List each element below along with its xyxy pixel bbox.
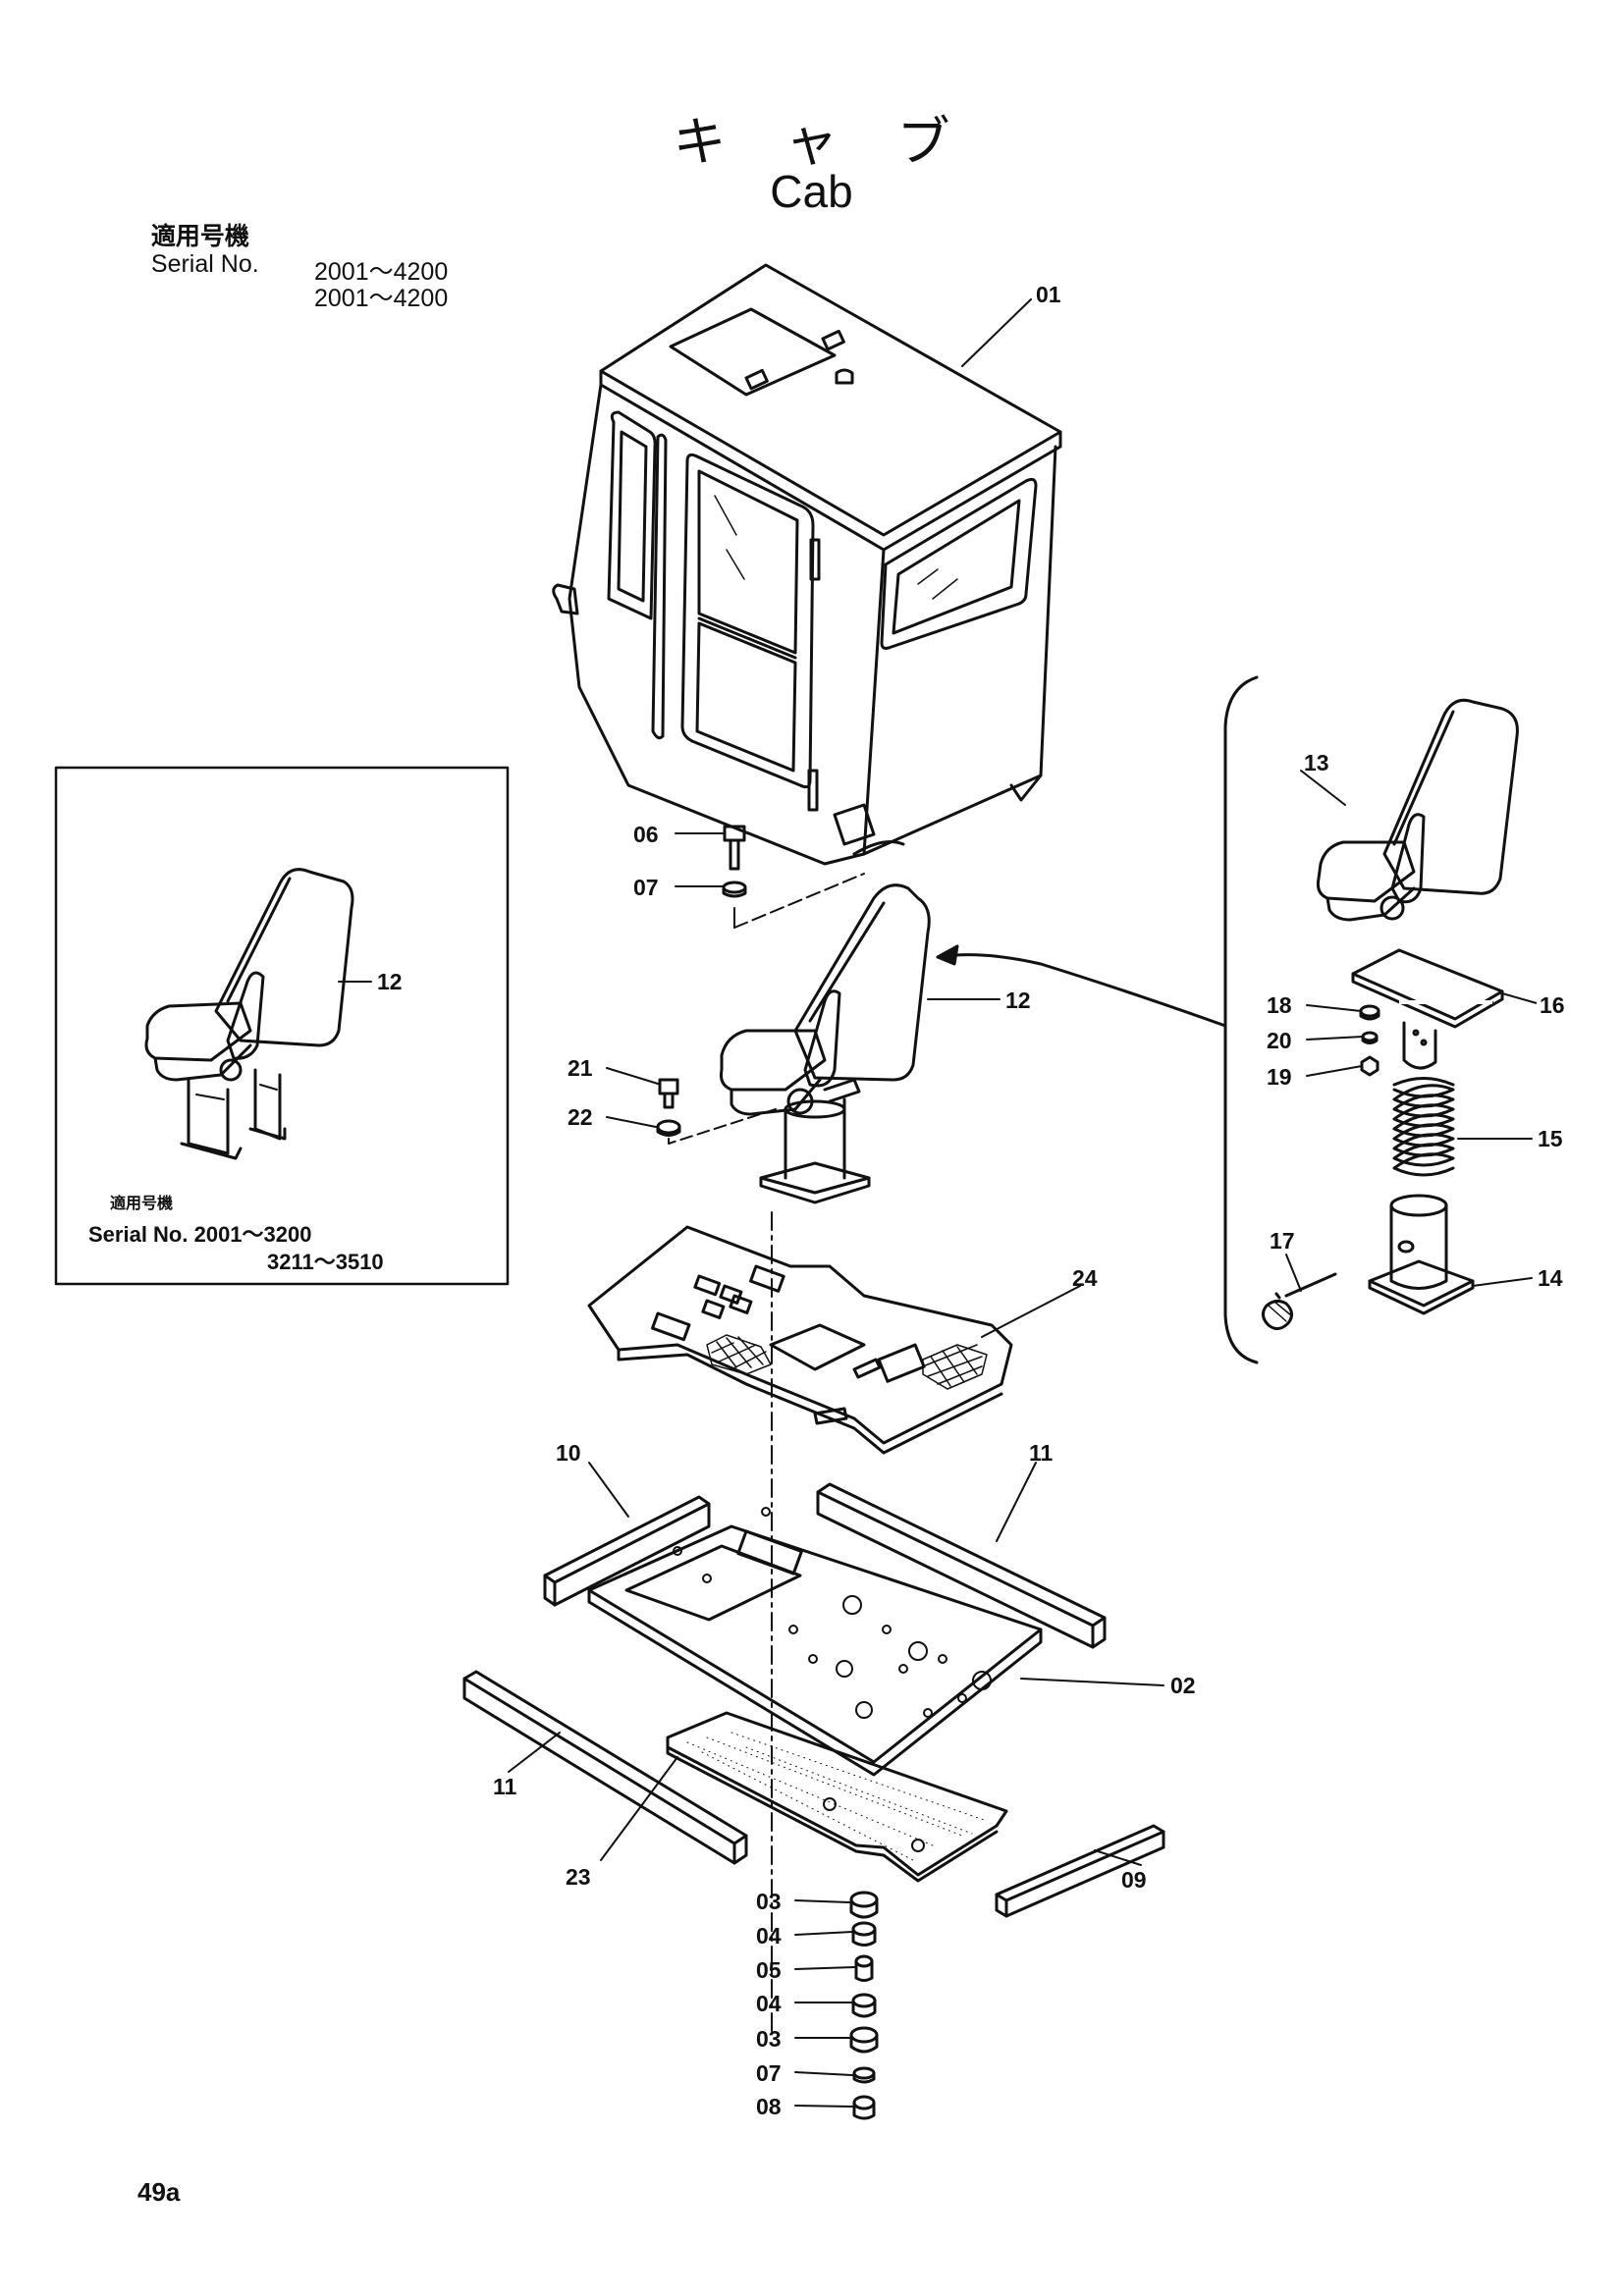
inset-serial-line1: Serial No. 2001～3200 — [88, 1222, 312, 1247]
serial-row-en: Serial No. 2001～4200 — [137, 222, 448, 312]
callout-12-inset: 12 — [377, 969, 403, 994]
pin-17 — [1262, 1272, 1337, 1330]
serial-row-jp: 適用号機 2001～4200 — [137, 188, 448, 286]
callout-04-bottom: 04 — [756, 1991, 782, 2016]
callout-20: 20 — [1267, 1028, 1292, 1053]
callout-03-top: 03 — [756, 1889, 782, 1914]
callout-15: 15 — [1538, 1126, 1563, 1151]
callout-22: 22 — [568, 1104, 593, 1130]
callout-19: 19 — [1267, 1064, 1292, 1090]
callout-08: 08 — [756, 2094, 782, 2119]
floor-plate — [587, 1507, 1043, 1777]
inset-serial-line2: 3211～3510 — [267, 1250, 384, 1274]
callout-18: 18 — [1267, 992, 1292, 1018]
serial-range-jp: 2001～4200 — [314, 258, 449, 286]
inset-frame — [54, 766, 510, 1286]
callout-17: 17 — [1270, 1228, 1295, 1254]
callout-21: 21 — [568, 1055, 593, 1081]
callout-03-bottom: 03 — [756, 2026, 782, 2052]
callout-07-mount: 07 — [756, 2060, 782, 2086]
title-japanese: キャブ — [673, 111, 1009, 173]
option-bracket — [1223, 675, 1259, 1364]
floor-mat — [587, 1225, 1013, 1455]
spring-15 — [1392, 1077, 1455, 1177]
callout-01: 01 — [1036, 282, 1061, 307]
callout-23: 23 — [566, 1864, 591, 1890]
seat-bolt — [656, 1078, 777, 1145]
callout-10: 10 — [556, 1440, 581, 1466]
callout-06: 06 — [633, 822, 659, 847]
callout-11-upper: 11 — [1029, 1440, 1054, 1466]
rail-10 — [543, 1495, 711, 1607]
rail-09 — [995, 1824, 1165, 1918]
callout-02: 02 — [1170, 1673, 1196, 1698]
option-seat — [1316, 698, 1519, 922]
serial-range-en: 2001～4200 — [314, 285, 449, 312]
serial-label-jp: 適用号機 — [150, 223, 249, 250]
callout-11-lower: 11 — [493, 1774, 517, 1799]
inset-seat — [144, 868, 354, 1160]
callout-14: 14 — [1538, 1265, 1563, 1291]
callout-24: 24 — [1072, 1265, 1098, 1291]
rail-11-upper — [816, 1482, 1107, 1649]
callout-05: 05 — [756, 1957, 782, 1983]
rail-11-lower — [462, 1670, 748, 1865]
callout-12: 12 — [1005, 988, 1031, 1013]
post-14 — [1368, 1194, 1475, 1315]
mount-stack — [849, 1891, 879, 2120]
callout-04-top: 04 — [756, 1923, 782, 1949]
callout-13: 13 — [1304, 750, 1329, 775]
serial-label-en: Serial No. — [150, 250, 259, 278]
title-english: Cab — [770, 166, 853, 217]
under-mat — [666, 1711, 1008, 1883]
callout-07-cab: 07 — [633, 875, 659, 900]
callout-16: 16 — [1540, 992, 1565, 1018]
inset-note-jp: 適用号機 — [110, 1196, 174, 1212]
page-number: 49a — [137, 2177, 181, 2207]
cab-bolt — [722, 825, 865, 929]
washer-18-nut-19-20 — [1359, 1004, 1380, 1077]
main-seat — [720, 883, 931, 1204]
callout-09: 09 — [1121, 1867, 1147, 1893]
cab-body — [552, 263, 1062, 866]
